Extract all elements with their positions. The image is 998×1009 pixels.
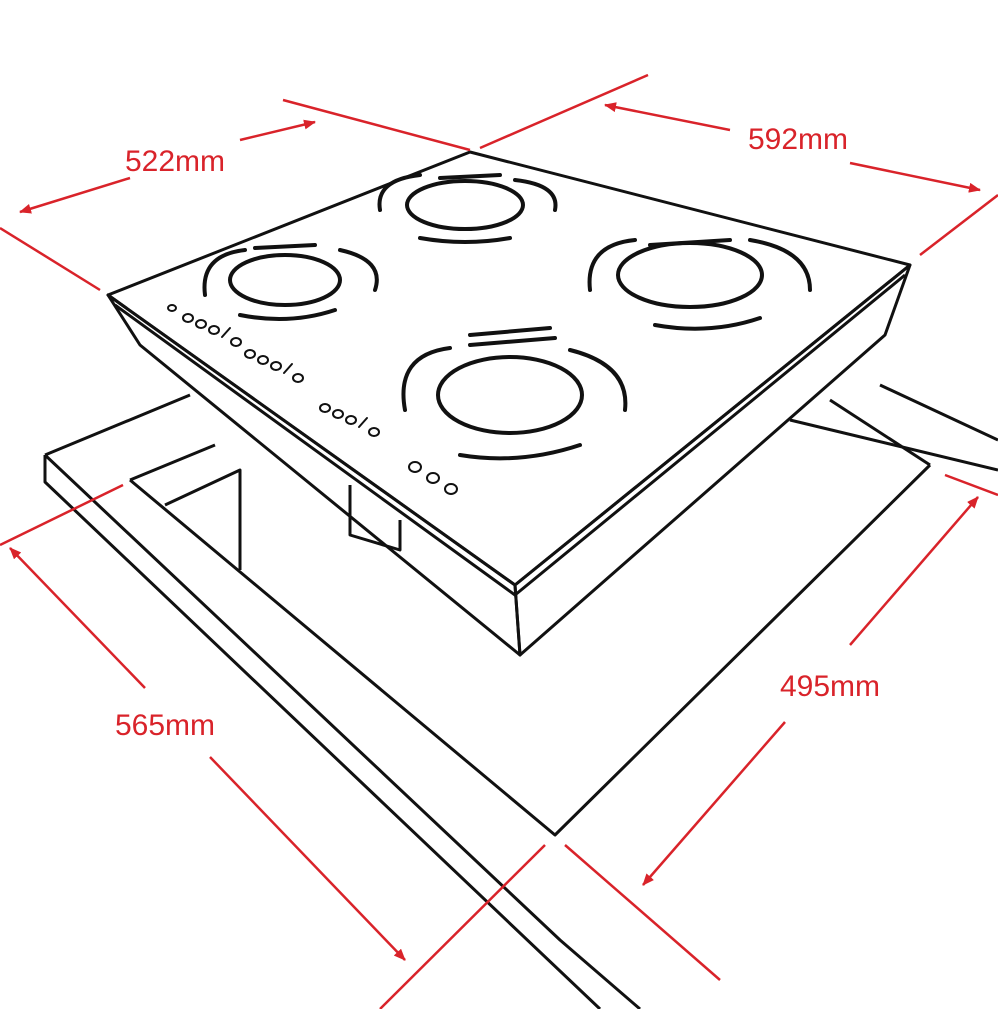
- dimension-565: 565mm: [0, 483, 546, 1009]
- countertop-frame: [43, 383, 998, 1009]
- depth-label: 522mm: [125, 145, 225, 178]
- dimension-522: 522mm: [0, 98, 471, 292]
- burner-right: [587, 238, 812, 331]
- burner-front: [401, 326, 628, 461]
- burner-left: [202, 243, 379, 321]
- cutout-depth-label: 495mm: [780, 670, 880, 703]
- hob: [106, 150, 912, 657]
- dimension-592: 592mm: [479, 73, 998, 256]
- touch-controls: [167, 304, 458, 495]
- dimension-495: 495mm: [564, 473, 998, 981]
- burner-rear: [377, 173, 558, 244]
- width-label: 592mm: [748, 123, 848, 156]
- cutout-width-label: 565mm: [115, 709, 215, 742]
